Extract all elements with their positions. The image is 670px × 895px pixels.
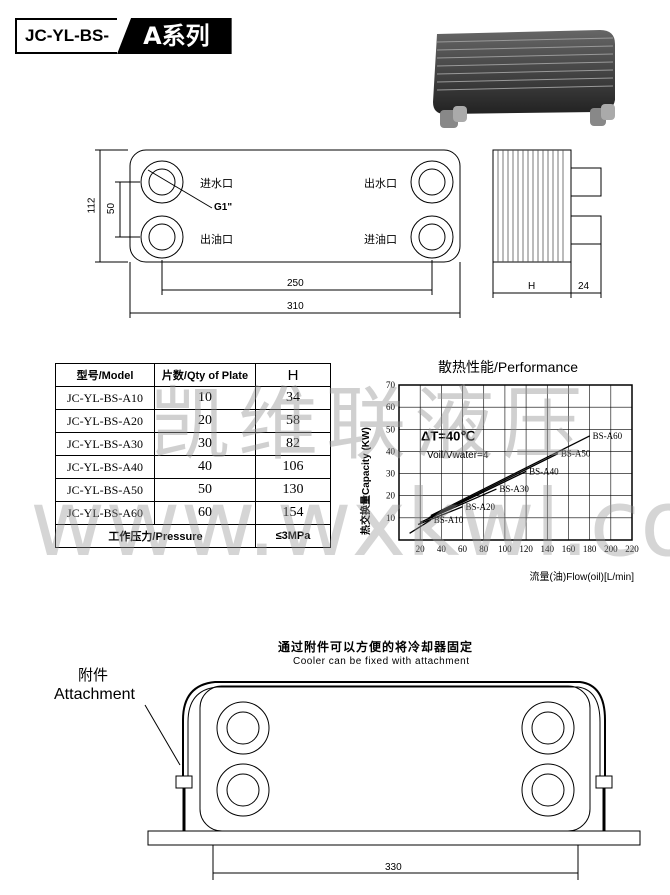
x-tick-label: 20 bbox=[416, 544, 426, 554]
h-cell: 130 bbox=[255, 478, 331, 502]
label-inlet-oil: 进油口 bbox=[364, 234, 397, 246]
qty-cell: 40 bbox=[154, 455, 256, 479]
label-outlet-water: 出水口 bbox=[364, 178, 397, 190]
dim-height: 112 bbox=[86, 197, 98, 214]
model-cell: JC-YL-BS-A30 bbox=[55, 432, 155, 456]
series-label: BS-A30 bbox=[499, 484, 529, 494]
dim-attachment-length: 330 bbox=[385, 862, 402, 873]
series-line-bs-a40 bbox=[425, 470, 527, 521]
h-cell: 82 bbox=[255, 432, 331, 456]
dim-side: 24 bbox=[578, 281, 590, 292]
x-tick-label: 60 bbox=[458, 544, 468, 554]
series-line-bs-a50 bbox=[428, 453, 559, 519]
y-axis-label: 热交换量Capacity (KW) bbox=[359, 427, 372, 535]
x-tick-label: 200 bbox=[604, 544, 618, 554]
series-header: JC-YL-BS- A系列 bbox=[15, 18, 232, 54]
y-tick-label: 40 bbox=[386, 446, 396, 456]
label-outlet-oil: 出油口 bbox=[200, 234, 233, 246]
series-label: BS-A40 bbox=[529, 466, 559, 476]
qty-cell: 10 bbox=[154, 386, 256, 410]
dim-total-length: 310 bbox=[287, 301, 304, 312]
dim-port-spacing: 50 bbox=[106, 202, 118, 215]
front-view-drawing bbox=[95, 149, 602, 318]
caption-cn: 通过附件可以方便的将冷却器固定 bbox=[278, 640, 474, 654]
thread-label: G1" bbox=[214, 202, 233, 213]
x-tick-label: 140 bbox=[541, 544, 555, 554]
x-tick-label: 100 bbox=[498, 544, 512, 554]
model-cell: JC-YL-BS-A40 bbox=[55, 455, 155, 479]
model-cell: JC-YL-BS-A10 bbox=[55, 386, 155, 410]
performance-chart: 20 40 60 80 100 120 140 160 180 200 220 10 20 30 40 50 6… bbox=[359, 380, 639, 583]
h-cell: 58 bbox=[255, 409, 331, 433]
series-line-bs-a20 bbox=[417, 506, 463, 526]
header-h: H bbox=[255, 363, 331, 387]
x-tick-label: 220 bbox=[625, 544, 639, 554]
x-tick-label: 80 bbox=[479, 544, 489, 554]
model-cell: JC-YL-BS-A50 bbox=[55, 478, 155, 502]
series-label: BS-A10 bbox=[434, 515, 464, 525]
attachment-drawing bbox=[144, 681, 641, 880]
series-name: A系列 bbox=[117, 18, 232, 54]
x-tick-label: 160 bbox=[562, 544, 576, 554]
pressure-value: ≤3MPa bbox=[255, 524, 331, 548]
series-line-bs-a10 bbox=[409, 519, 432, 534]
dim-port-length: 250 bbox=[287, 278, 304, 289]
annotation-ratio: Voil/Vwater=4 bbox=[427, 450, 489, 461]
model-cell: JC-YL-BS-A20 bbox=[55, 409, 155, 433]
series-label: BS-A50 bbox=[561, 449, 591, 459]
x-tick-label: 120 bbox=[519, 544, 533, 554]
y-tick-label: 50 bbox=[386, 424, 396, 434]
chart-title: 散热性能/Performance bbox=[438, 359, 579, 375]
series-line-bs-a60 bbox=[430, 435, 590, 517]
header-qty: 片数/Qty of Plate bbox=[154, 363, 256, 387]
caption-en: Cooler can be fixed with attachment bbox=[293, 656, 470, 667]
y-tick-label: 10 bbox=[386, 513, 396, 523]
qty-cell: 60 bbox=[154, 501, 256, 525]
annotation-delta-t: ΔT=40℃ bbox=[421, 428, 475, 443]
pressure-row: 工作压力/Pressure≤3MPa bbox=[55, 524, 331, 548]
y-tick-label: 30 bbox=[386, 469, 396, 479]
y-tick-label: 20 bbox=[386, 491, 396, 501]
x-tick-label: 180 bbox=[583, 544, 597, 554]
h-cell: 154 bbox=[255, 501, 331, 525]
series-label: BS-A60 bbox=[593, 431, 623, 441]
qty-cell: 20 bbox=[154, 409, 256, 433]
h-cell: 106 bbox=[255, 455, 331, 479]
table-header: 型号/Model 片数/Qty of Plate H bbox=[55, 363, 331, 387]
model-cell: JC-YL-BS-A60 bbox=[55, 501, 155, 525]
qty-cell: 50 bbox=[154, 478, 256, 502]
series-label: BS-A20 bbox=[466, 502, 496, 512]
plot-frame bbox=[398, 384, 633, 541]
attachment-label-cn: 附件 bbox=[78, 667, 109, 684]
y-tick-label: 70 bbox=[386, 380, 396, 390]
label-inlet-water: 进水口 bbox=[200, 178, 233, 190]
dim-h: H bbox=[528, 281, 536, 292]
qty-cell: 30 bbox=[154, 432, 256, 456]
y-tick-label: 60 bbox=[386, 402, 396, 412]
product-photo bbox=[433, 30, 615, 128]
series-prefix: JC-YL-BS- bbox=[15, 18, 118, 54]
attachment-label-en: Attachment bbox=[54, 686, 135, 703]
x-axis-label: 流量(油)Flow(oil)[L/min] bbox=[530, 570, 635, 583]
pressure-label: 工作压力/Pressure bbox=[55, 524, 256, 548]
x-tick-label: 40 bbox=[437, 544, 447, 554]
header-model: 型号/Model bbox=[55, 363, 155, 387]
h-cell: 34 bbox=[255, 386, 331, 410]
